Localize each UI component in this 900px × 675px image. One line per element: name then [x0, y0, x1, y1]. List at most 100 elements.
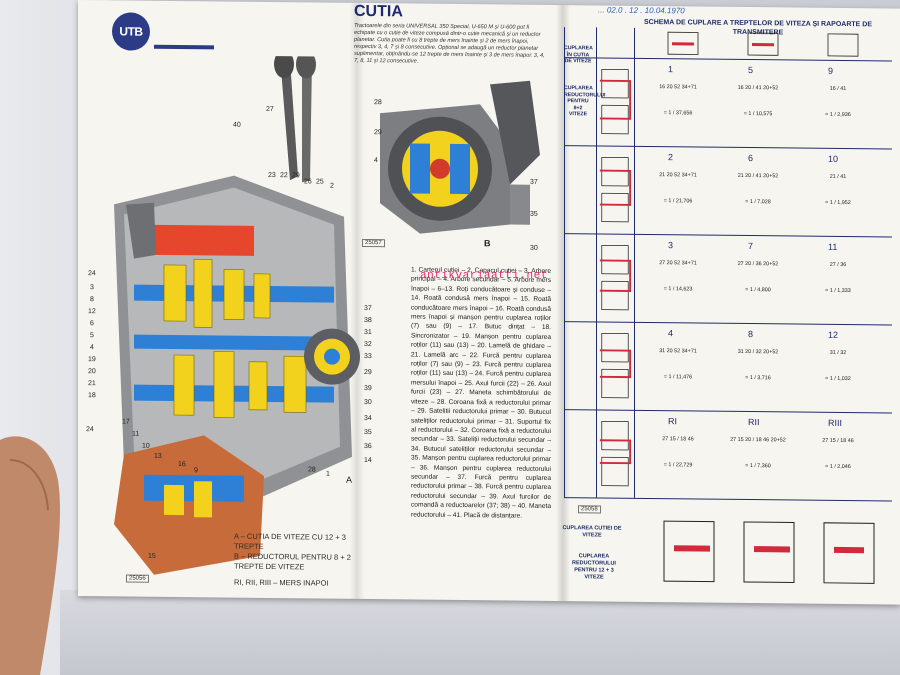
- callout-label: 34: [364, 414, 372, 423]
- ratio-result: = 1 / 22,729: [663, 462, 693, 469]
- callout-label: 21: [88, 380, 96, 388]
- ratio-formula: 16 20 / 41 20+52: [737, 84, 779, 92]
- ratio-formula: 21 20 52 34+71: [659, 172, 697, 179]
- ratio-result: = 1 / 2,046: [825, 463, 851, 471]
- callout-label: 14: [364, 456, 372, 465]
- gear-number: RI: [668, 416, 677, 427]
- ratio-result: = 1 / 37,656: [663, 110, 693, 117]
- gear-engagement-schematic: [599, 244, 632, 311]
- ratio-result: = 1 / 11,476: [663, 374, 693, 381]
- ratio-formula: 31 / 32: [829, 349, 847, 357]
- callout-label: 31: [364, 328, 372, 337]
- ratio-formula: 16 20 52 34+71: [659, 84, 697, 91]
- label-a: A: [346, 474, 353, 485]
- callout-label: 35: [530, 210, 538, 218]
- callout-label: 4: [374, 157, 378, 165]
- parts-list: 1. Carterul cutiei – 2. Capacul cutiei –…: [411, 266, 551, 520]
- callout-label: 37: [364, 304, 372, 313]
- callout-label: 25: [316, 178, 324, 186]
- ratio-formula: 27 15 20 / 18 46 20+52: [730, 436, 786, 444]
- ratio-result: = 1 / 4,800: [745, 286, 771, 294]
- gear-number: 3: [668, 240, 674, 251]
- ratio-result: = 1 / 2,936: [825, 111, 851, 119]
- col-label-reducer: CUPLAREA REDUCTORULUI PENTRU 8+2 VITEZE: [564, 85, 606, 118]
- gear-engagement-schematic: [599, 420, 632, 487]
- callout-label: 40: [233, 121, 241, 129]
- callout-label: 24: [88, 270, 96, 278]
- callout-label: 30: [364, 398, 372, 407]
- ratio-result: = 1 / 7,028: [745, 198, 771, 206]
- label-b: B: [484, 238, 491, 249]
- gear-number: RIII: [828, 417, 843, 429]
- gear-number: 5: [748, 65, 754, 76]
- scheme-col-divider: [596, 27, 597, 498]
- ratio-result: = 1 / 1,952: [825, 199, 851, 207]
- figure-code: 25056: [126, 574, 149, 583]
- callout-label: 5: [90, 332, 94, 340]
- scheme-code: 25058: [578, 505, 601, 514]
- gear-number: 2: [668, 152, 674, 163]
- callout-label: 3: [90, 284, 94, 292]
- gear-number: 8: [748, 329, 754, 340]
- handwritten-note: ... 02.0 . 12 . 10.04.1970: [598, 5, 685, 16]
- callout-label: 26: [304, 178, 312, 186]
- callout-label: 9: [194, 467, 198, 475]
- gear-engagement-schematic: [599, 156, 632, 223]
- caption-b: B – REDUCTORUL PENTRU 8 + 2 TREPTE DE VI…: [234, 551, 351, 572]
- section-title: CUTIA: [354, 2, 403, 21]
- bottom-paper: [60, 590, 900, 675]
- callout-label: 28: [308, 466, 316, 474]
- caption-a: A – CUTIA DE VITEZE CU 12 + 3 TREPTE: [234, 531, 346, 551]
- brochure: UTB: [78, 0, 900, 605]
- callout-label: 19: [88, 356, 96, 364]
- ratio-result: = 1 / 10,575: [743, 110, 773, 118]
- utb-logo: UTB: [112, 12, 150, 51]
- inset-code: 25057: [362, 238, 385, 248]
- callout-label: 2: [330, 182, 334, 190]
- ratio-formula: 27 20 52 34+71: [659, 260, 697, 267]
- gear-number: 11: [828, 241, 838, 252]
- callout-label: 29: [364, 368, 372, 377]
- callout-label: 20: [88, 368, 96, 376]
- scheme-col-divider: [564, 27, 565, 498]
- callout-label: 10: [142, 442, 150, 450]
- ratio-formula: 21 20 / 41 20+52: [737, 172, 779, 180]
- gear-number: 9: [828, 65, 834, 76]
- ratio-result: = 1 / 14,623: [663, 286, 693, 293]
- ratio-formula: 27 20 / 36 20+52: [737, 260, 779, 268]
- callout-label: 22: [280, 172, 288, 180]
- ratio-formula: 27 15 / 18 46: [662, 436, 694, 443]
- callout-label: 37: [530, 178, 538, 186]
- bottom-label-reducer: CUPLAREA REDUCTORULUI PENTRU 12 + 3 VITE…: [572, 553, 616, 581]
- ratio-formula: 27 15 / 18 46: [822, 437, 854, 445]
- left-caption: A – CUTIA DE VITEZE CU 12 + 3 TREPTE B –…: [234, 532, 374, 589]
- ratio-result: = 1 / 3,716: [745, 374, 771, 382]
- ratio-formula: 16 / 41: [829, 85, 847, 93]
- callout-label: 29: [292, 172, 300, 180]
- callout-label: 35: [364, 428, 372, 437]
- reducer-inset-illustration: [380, 80, 540, 234]
- intro-paragraph: Tractoarele din seria UNIVERSAL 350 Spec…: [354, 22, 545, 65]
- scheme-col-divider: [634, 27, 635, 498]
- gear-number: RII: [748, 417, 760, 428]
- ratio-result: = 1 / 7,360: [745, 462, 771, 470]
- ratio-formula: 21 / 41: [829, 173, 847, 181]
- header-reducer-diagrams: [667, 31, 859, 57]
- callout-label: 24: [86, 426, 94, 434]
- bottom-label-gearbox: CUPLAREA CUTIEI DE VITEZE: [562, 525, 622, 539]
- col-label-gearbox: CUPLAREA ÎN CUTIA DE VITEZE: [564, 45, 593, 65]
- gear-engagement-schematic: [599, 332, 632, 399]
- callout-label: 8: [90, 296, 94, 304]
- ratio-formula: 31 20 / 32 20+52: [737, 348, 779, 356]
- gearbox-cutaway-illustration: [114, 54, 360, 575]
- gear-engagement-schematic: [599, 68, 632, 135]
- ratio-formula: 27 / 36: [829, 261, 847, 269]
- callout-label: 29: [374, 129, 382, 137]
- watermark: antikvariaatti.net: [420, 270, 548, 282]
- gear-number: 10: [828, 153, 839, 164]
- callout-label: 33: [364, 352, 372, 361]
- callout-label: 39: [364, 384, 372, 393]
- logo-underline: [154, 44, 214, 50]
- callout-label: 32: [364, 340, 372, 349]
- ratio-result: = 1 / 1,032: [825, 375, 851, 383]
